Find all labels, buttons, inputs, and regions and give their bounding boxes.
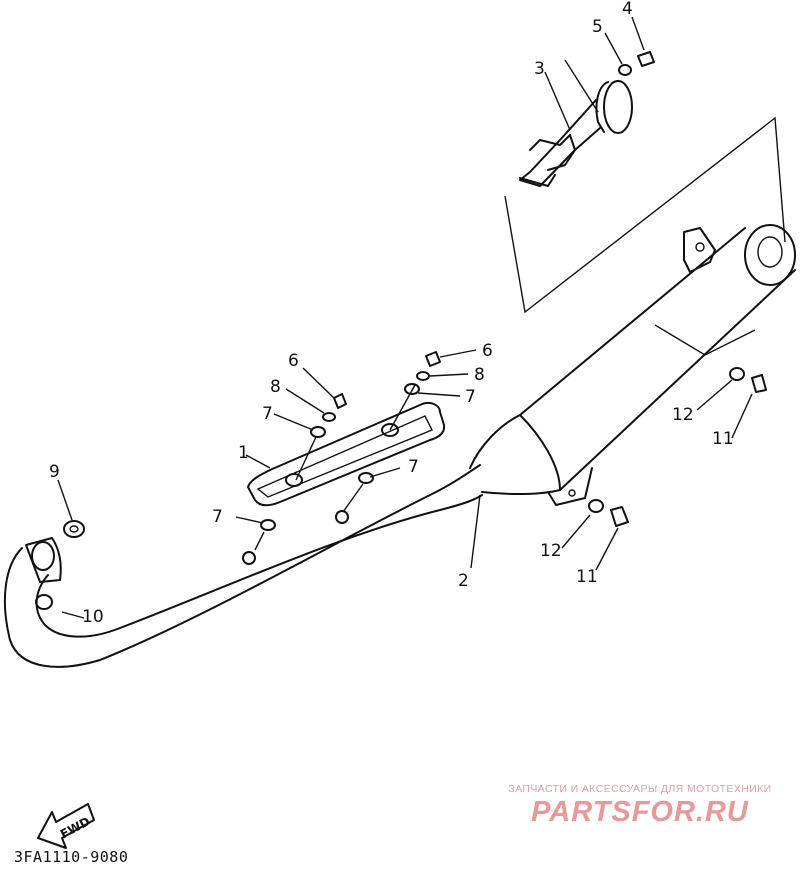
label-part-12a: 12 [672, 405, 694, 425]
watermark-tagline: ЗАПЧАСТИ И АКСЕССУАРЫ ДЛЯ МОТОТЕХНИКИ [508, 783, 772, 795]
label-part-1: 1 [238, 443, 249, 463]
label-part-8b: 8 [474, 365, 485, 385]
label-part-6b: 6 [482, 341, 493, 361]
label-part-11b: 11 [576, 567, 598, 587]
label-part-4: 4 [622, 0, 633, 19]
diagram-code: 3FA1110-9080 [14, 848, 129, 866]
muffler [469, 224, 796, 506]
label-part-11a: 11 [712, 429, 734, 449]
tail-pipe [519, 80, 633, 187]
fwd-arrow-icon: FWD [37, 803, 95, 849]
label-part-5: 5 [592, 17, 603, 37]
label-part-6a: 6 [288, 351, 299, 371]
label-part-7a: 7 [262, 404, 273, 424]
label-part-7d: 7 [212, 507, 223, 527]
fasteners [35, 51, 767, 610]
heat-protector [247, 402, 446, 507]
leader-lines [57, 16, 753, 619]
label-part-8a: 8 [270, 377, 281, 397]
assembly-lines [504, 59, 786, 356]
part-labels: 1 2 3 4 5 6 6 7 7 7 7 8 8 9 10 11 11 12 … [49, 0, 734, 627]
label-part-10: 10 [82, 607, 104, 627]
label-part-2: 2 [458, 571, 469, 591]
label-part-7b: 7 [465, 387, 476, 407]
label-part-9: 9 [49, 462, 60, 482]
label-part-7c: 7 [408, 457, 419, 477]
label-part-12b: 12 [540, 541, 562, 561]
watermark-logo: PARTSFOR.RU [531, 796, 749, 828]
exhaust-pipe [3, 464, 483, 668]
label-part-3: 3 [534, 59, 545, 79]
